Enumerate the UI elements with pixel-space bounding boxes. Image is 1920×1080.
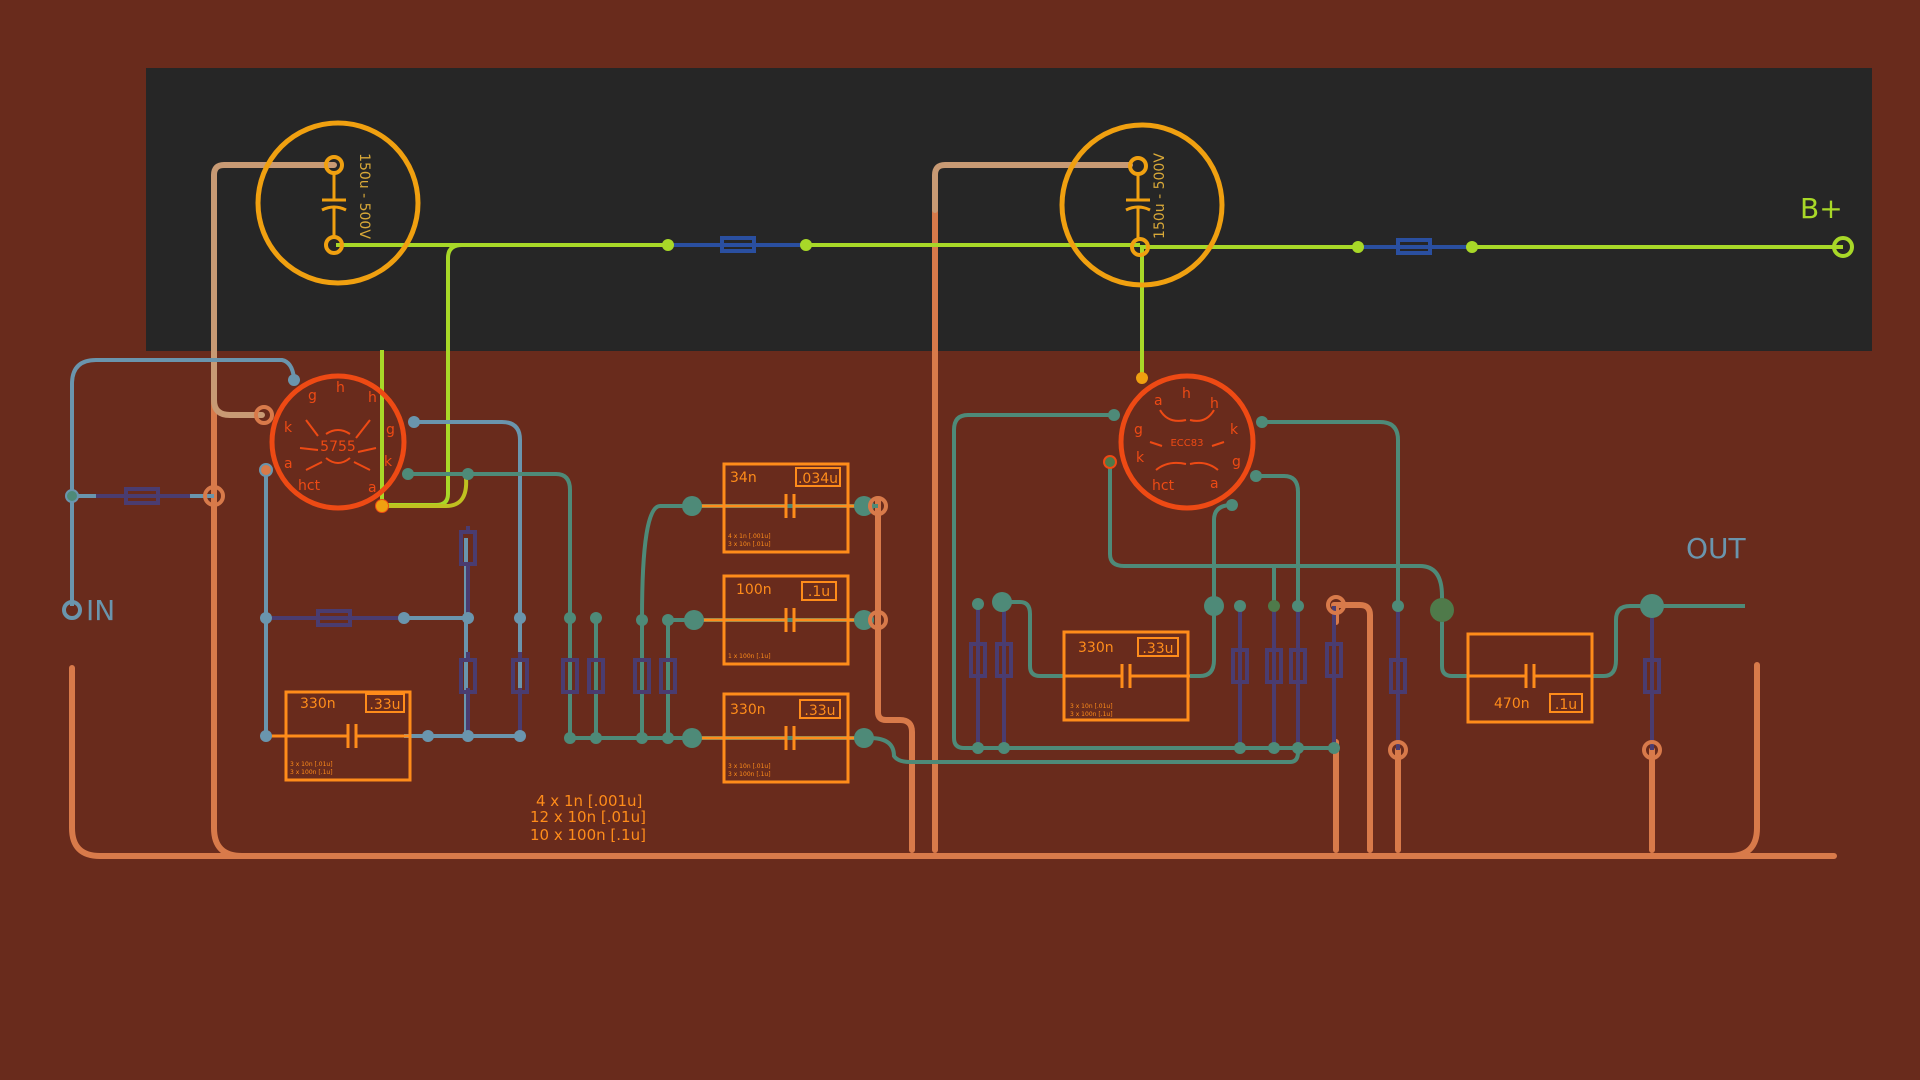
cap-box-3-value: 100n <box>736 582 772 598</box>
supply-cap-1: 150u - 500V <box>255 120 421 286</box>
parts-notes: 4 x 1n [.001u] 12 x 10n [.01u] 10 x 100n… <box>530 792 646 844</box>
supply-label: B+ <box>1800 192 1843 225</box>
output-label: OUT <box>1686 532 1747 565</box>
cap-box-5-tag: .33u <box>1142 641 1173 657</box>
resistors <box>266 526 1661 750</box>
supply-cap-2: 150u - 500V <box>1059 122 1225 288</box>
valve-1: g h h g k k a a hct 5755 <box>269 373 407 511</box>
valve-2-type: ECC83 <box>1170 438 1203 449</box>
cap-box-5-note2: 3 x 100n [.1u] <box>1070 711 1113 718</box>
input-resistor <box>124 487 160 505</box>
cap-box-2-note1: 4 x 1n [.001u] <box>728 533 771 540</box>
cap-box-3-note1: 1 x 100n [.1u] <box>728 653 771 660</box>
valve-2-pin-h2: h <box>1210 396 1219 412</box>
cap-box-4-value: 330n <box>730 702 766 718</box>
cap-box-4-note2: 3 x 100n [.1u] <box>728 771 771 778</box>
valve-2-pin-k: k <box>1230 422 1239 438</box>
nodes <box>65 239 1664 760</box>
output-terminal: OUT <box>1652 532 1747 608</box>
cap-box-1-note2: 3 x 100n [.1u] <box>290 769 333 776</box>
cap-box-4-tag: .33u <box>804 703 835 719</box>
cap-box-2-note2: 3 x 10n [.01u] <box>728 541 771 548</box>
cap-box-3: 100n .1u 1 x 100n [.1u] <box>692 574 862 666</box>
ground-bus <box>69 197 1837 859</box>
second-stage-wiring <box>952 413 1745 750</box>
parts-note-3: 10 x 100n [.1u] <box>530 826 646 844</box>
cap-box-6-tag: .1u <box>1555 697 1577 713</box>
valve-2-pin-g2: g <box>1232 454 1241 470</box>
valve-1-type: 5755 <box>320 439 356 455</box>
valve-1-pin-h2: h <box>368 390 377 406</box>
valve-1-pin-a: a <box>284 456 293 472</box>
cap-box-6: 470n .1u <box>1466 632 1594 724</box>
cap-box-1: 330n .33u 3 x 10n [.01u] 3 x 100n [.1u] <box>266 690 412 782</box>
cap-box-2: 34n .034u 4 x 1n [.001u] 3 x 10n [.01u] <box>692 462 862 554</box>
cap-box-6-value: 470n <box>1494 696 1530 712</box>
cap-box-4: 330n .33u 3 x 10n [.01u] 3 x 100n [.1u] <box>692 692 862 784</box>
supply-terminal: B+ <box>1800 192 1854 258</box>
cap-box-5-note1: 3 x 10n [.01u] <box>1070 703 1113 710</box>
cap-box-1-note1: 3 x 10n [.01u] <box>290 761 333 768</box>
valve-2: a h h g k k g a hct ECC83 <box>1118 373 1256 511</box>
cap-box-5: 330n .33u 3 x 10n [.01u] 3 x 100n [.1u] <box>1062 630 1190 722</box>
supply-resistors <box>668 236 1472 255</box>
valve-1-pin-k2: k <box>384 454 393 470</box>
valve-1-pin-hct: hct <box>298 478 321 494</box>
parts-note-1: 4 x 1n [.001u] <box>536 792 642 810</box>
valve-1-pin-g2: g <box>386 422 395 438</box>
supply-panel <box>146 68 1872 351</box>
input-label: IN <box>86 594 115 627</box>
cap-box-2-value: 34n <box>730 470 757 486</box>
valve-2-pin-a: a <box>1154 393 1163 409</box>
cap-box-5-value: 330n <box>1078 640 1114 656</box>
cap-box-4-note1: 3 x 10n [.01u] <box>728 763 771 770</box>
valve-1-pin-h: h <box>336 380 345 396</box>
valve-2-pin-hct: hct <box>1152 478 1175 494</box>
valve-2-pin-h: h <box>1182 386 1191 402</box>
valve-1-pin-k: k <box>284 420 293 436</box>
cap-box-1-tag: .33u <box>369 697 400 713</box>
cap-box-3-tag: .1u <box>808 584 830 600</box>
valve-1-pin-a2: a <box>368 480 377 496</box>
valve-2-pin-g: g <box>1134 422 1143 438</box>
cap-box-1-value: 330n <box>300 696 336 712</box>
valve-2-pin-k2: k <box>1136 450 1145 466</box>
input-terminal: IN <box>62 594 115 627</box>
cap-box-2-tag: .034u <box>798 471 838 487</box>
cap-negative-leads <box>211 162 1133 418</box>
supply-cap-1-label: 150u - 500V <box>356 153 372 239</box>
valve-2-pin-a2: a <box>1210 476 1219 492</box>
parts-note-2: 12 x 10n [.01u] <box>530 808 646 826</box>
valve-1-pin-g: g <box>308 388 317 404</box>
supply-cap-2-label: 150u - 500V <box>1152 153 1168 239</box>
